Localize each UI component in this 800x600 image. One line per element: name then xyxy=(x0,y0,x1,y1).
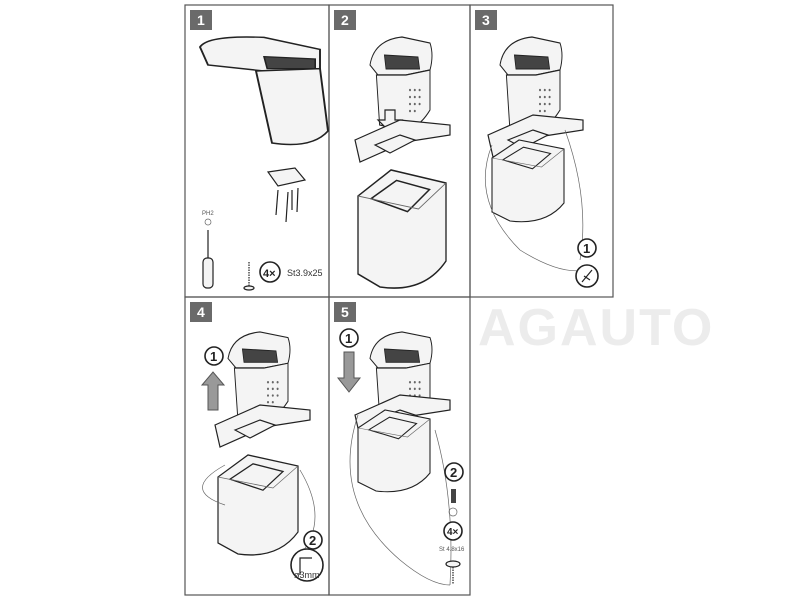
screw-icon xyxy=(445,560,461,568)
step-callout xyxy=(577,238,597,258)
armrest-illustration xyxy=(369,36,433,131)
step-callout-number: 1 xyxy=(210,349,217,364)
console-illustration xyxy=(217,454,299,556)
quantity-callout xyxy=(259,261,281,283)
watermark: AGAUTO xyxy=(478,299,714,357)
motion-path xyxy=(202,464,316,556)
screwdriver-icon: PH2 xyxy=(202,211,214,289)
console-illustration xyxy=(491,139,565,223)
screw-icon xyxy=(243,262,255,291)
drill-size: ø3mm xyxy=(294,570,320,580)
screw-quantity: 4× xyxy=(263,268,276,280)
panel-5-number: 5 xyxy=(334,302,356,322)
arrow-up-icon xyxy=(200,371,226,411)
panel-2-number: 2 xyxy=(334,10,356,30)
drill-icon xyxy=(290,548,324,582)
clip-glyph xyxy=(581,269,593,283)
panel-1-number: 1 xyxy=(190,10,212,30)
svg-text:3: 3 xyxy=(482,12,490,28)
svg-text:1: 1 xyxy=(197,12,205,28)
screw-spec: St 4.8x16 xyxy=(439,547,465,553)
bracket-illustration xyxy=(214,404,311,448)
motion-path xyxy=(564,129,584,261)
panel-4-number: 4 xyxy=(190,302,212,322)
step-callout-number: 2 xyxy=(450,465,457,480)
svg-text:2: 2 xyxy=(341,12,349,28)
console-illustration xyxy=(357,169,447,289)
step-callout-number: 2 xyxy=(309,533,316,548)
motion-path xyxy=(349,414,451,586)
step-callout xyxy=(444,462,464,482)
step-callout-number: 1 xyxy=(583,241,590,256)
step-callout-number: 1 xyxy=(345,331,352,346)
step-callout xyxy=(339,328,359,348)
panel-3-number: 3 xyxy=(475,10,497,30)
panel-3 xyxy=(469,4,614,298)
bracket-illustration xyxy=(354,119,451,163)
drill-glyph xyxy=(299,557,312,575)
phillips-icon xyxy=(448,507,458,517)
screw-quantity: 4× xyxy=(447,527,459,538)
console-illustration xyxy=(357,409,431,493)
screwdriver-bit-label: PH2 xyxy=(202,211,214,217)
armrest-illustration xyxy=(198,36,329,146)
step-callout xyxy=(204,346,224,366)
panel-5 xyxy=(328,296,471,596)
svg-text:5: 5 xyxy=(341,304,349,320)
screw-spec: St3.9x25 xyxy=(287,268,323,278)
motion-path xyxy=(484,144,586,272)
arrow-down-icon xyxy=(336,351,362,393)
step-callout xyxy=(303,530,323,550)
svg-text:4: 4 xyxy=(197,304,205,320)
quantity-callout xyxy=(443,521,463,541)
mounting-plate-with-screws xyxy=(266,167,307,223)
screwdriver-bit-icon xyxy=(451,489,456,503)
